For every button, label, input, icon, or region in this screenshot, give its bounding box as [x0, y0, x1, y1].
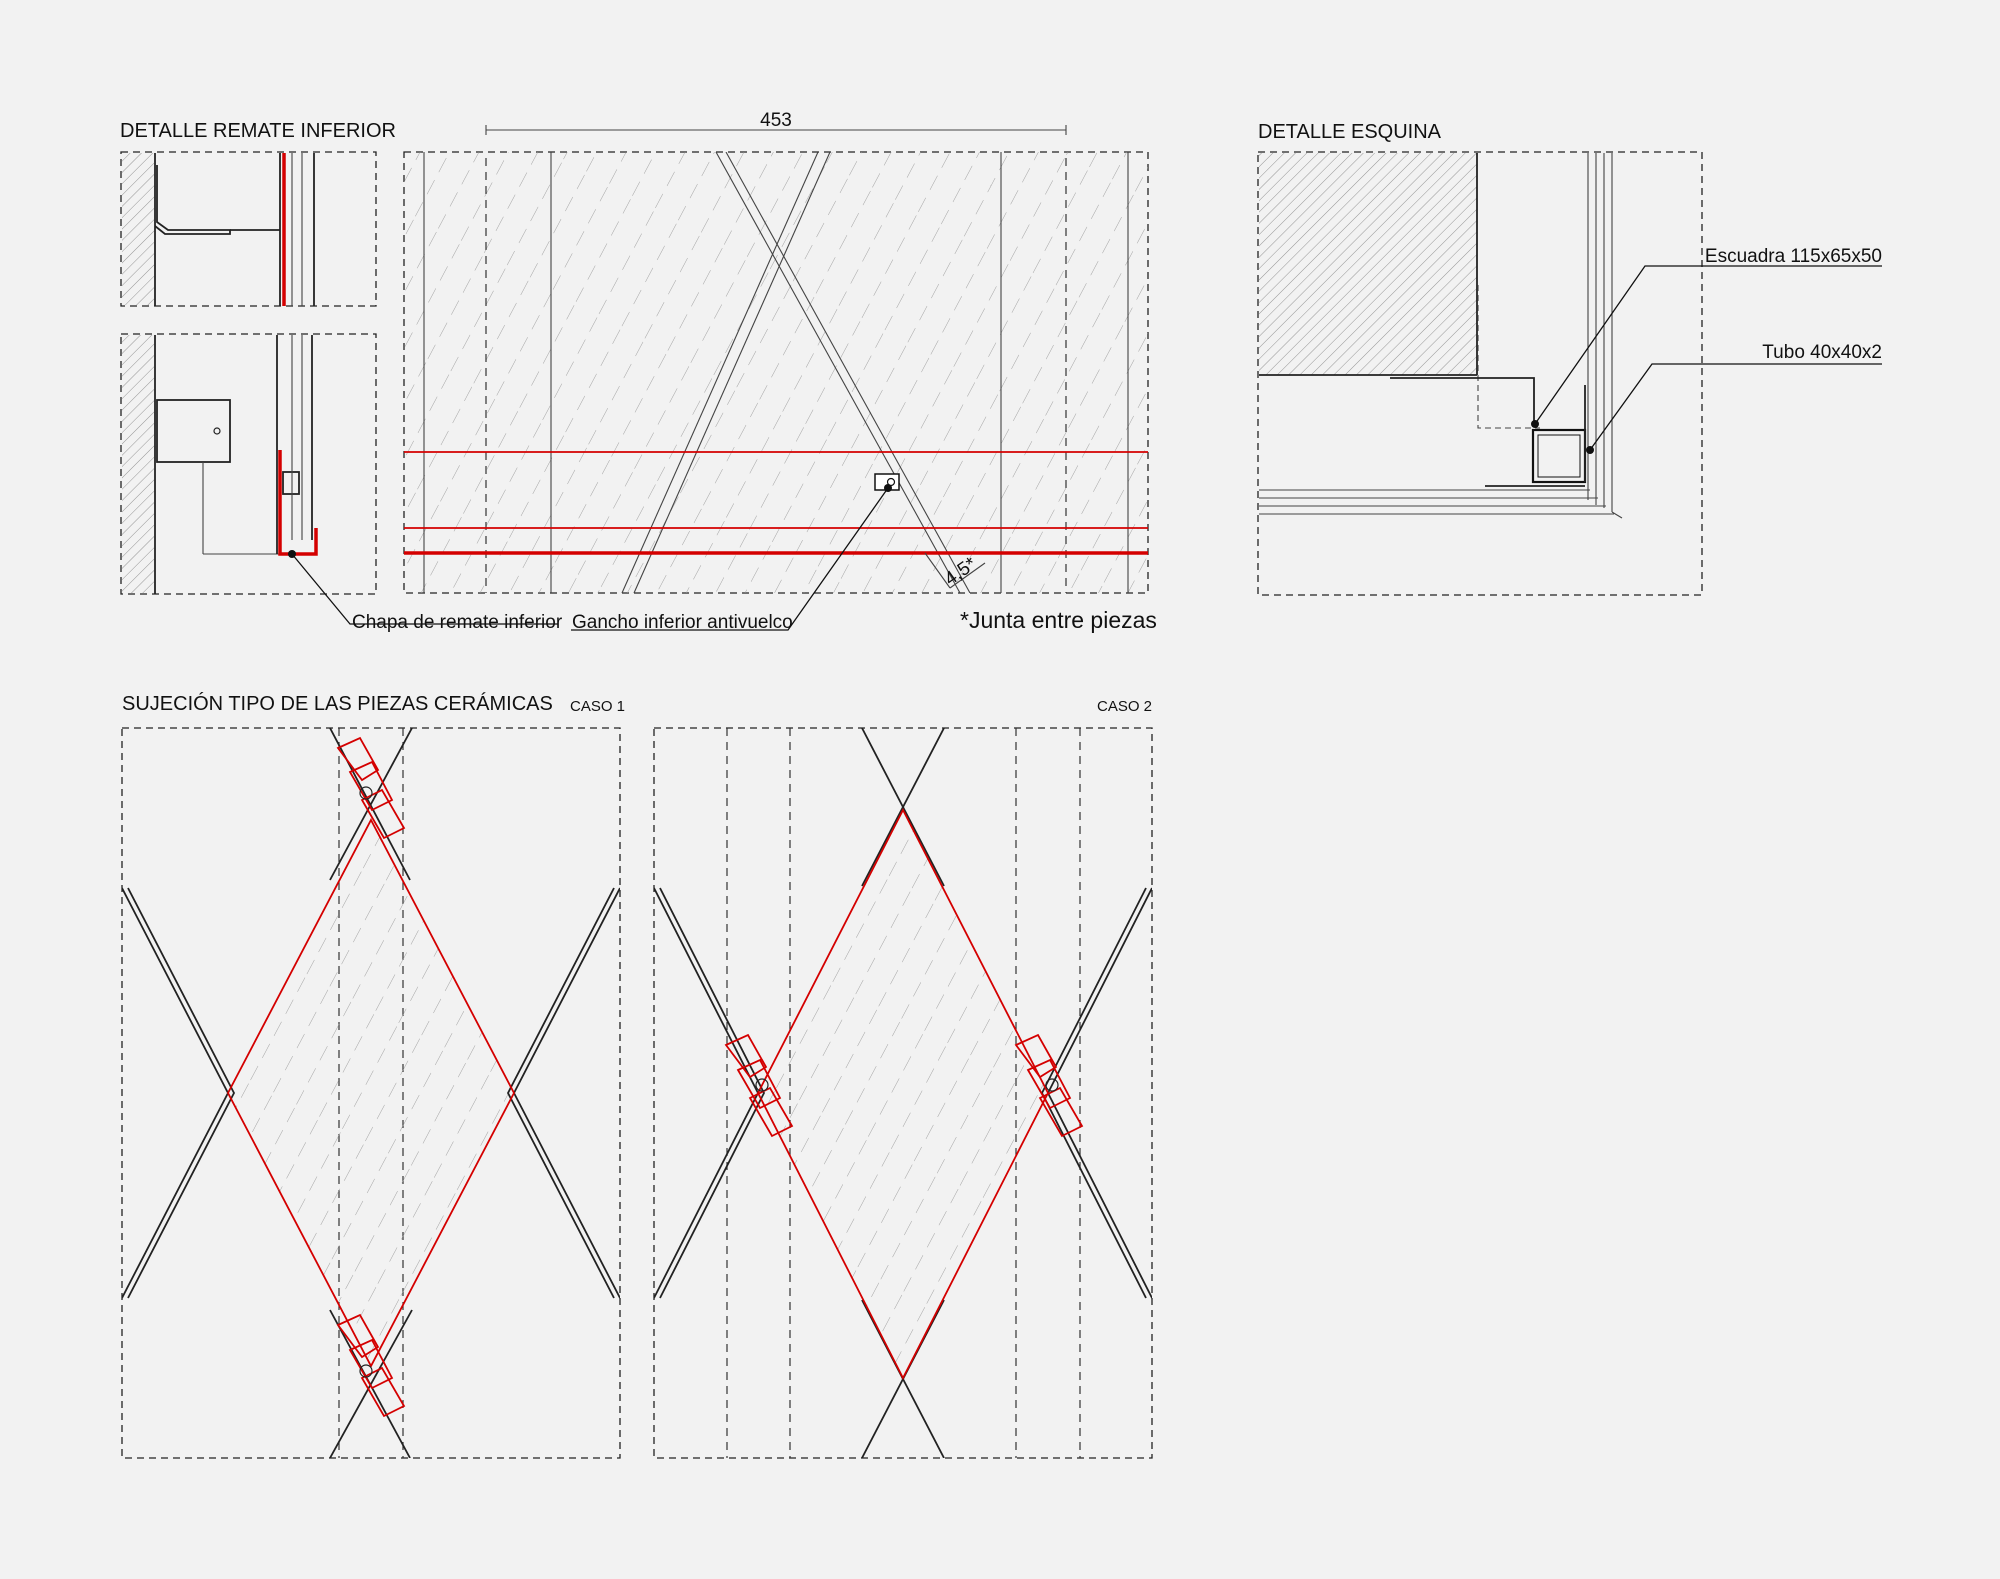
tile-hatch	[404, 152, 1148, 593]
dim-453: 453	[760, 110, 792, 131]
wall-hatch-2	[122, 335, 154, 593]
joint-diag-b2	[633, 152, 831, 593]
bracket-profile	[154, 165, 231, 235]
corner-detail: Escuadra 115x65x50 Tubo 40x40x2	[1257, 151, 1882, 596]
dim-joint-ext	[924, 552, 951, 589]
c2-diamond-hatch	[758, 810, 1048, 1378]
c2-left-x-2	[659, 887, 766, 1299]
callouts-remate: Chapa de remate inferior Gancho inferior…	[291, 484, 1157, 633]
wall-hatch	[122, 153, 154, 305]
c1-hook-bottom	[336, 1313, 406, 1418]
tubo-leader	[1589, 363, 1882, 451]
label-chapa: Chapa de remate inferior	[352, 612, 563, 633]
front-elevation: 453 4,5*	[403, 110, 1149, 594]
label-escuadra: Escuadra 115x65x50	[1705, 246, 1882, 267]
corner-wall-hatch	[1259, 153, 1477, 375]
c2-top-b	[861, 728, 945, 887]
title-detalle-esquina: DETALLE ESQUINA	[1258, 121, 1442, 143]
remate-section-detail	[120, 151, 377, 307]
corner-frame	[1257, 151, 1703, 596]
tile-corner	[1611, 511, 1623, 519]
dim-joint-line	[949, 562, 986, 589]
joint-diag-a1	[715, 152, 961, 593]
c1-top-b	[329, 728, 413, 881]
remate-elevation-detail	[120, 333, 377, 595]
chapa-leader	[291, 553, 558, 625]
caso-2-frame	[653, 727, 1153, 1459]
caso-1-frame	[121, 727, 621, 1459]
tubo-square	[1531, 428, 1587, 484]
red-finish-plate	[278, 450, 318, 556]
bracket-plate	[156, 399, 231, 463]
c2-hook-left	[724, 1033, 794, 1138]
escuadra-profile	[1390, 377, 1535, 425]
remate-elevation-frame	[120, 333, 377, 595]
c1-bot-b	[329, 1309, 413, 1458]
joint-diag-a2	[725, 152, 971, 593]
c2-hook-right	[1014, 1033, 1084, 1138]
tubo-dot	[1586, 446, 1594, 454]
c2-left-x	[654, 887, 760, 1299]
tubo-inner	[1537, 434, 1581, 478]
gancho-dot	[884, 484, 892, 492]
title-caso-1: CASO 1	[570, 698, 625, 715]
caso-2-drawing	[653, 727, 1153, 1459]
title-detalle-remate: DETALLE REMATE INFERIOR	[120, 120, 396, 142]
escuadra-dot	[1531, 420, 1539, 428]
label-tubo: Tubo 40x40x2	[1762, 342, 1882, 363]
gancho-leader	[571, 487, 889, 631]
bolt-hole	[213, 427, 221, 435]
c1-left-x	[122, 887, 230, 1299]
note-junta: *Junta entre piezas	[960, 607, 1157, 633]
c1-right-x-2	[506, 887, 615, 1299]
title-caso-2: CASO 2	[1097, 698, 1152, 715]
c1-red-diamond	[226, 818, 516, 1368]
c1-right-x	[512, 887, 620, 1299]
caso-1-drawing	[121, 727, 621, 1459]
c1-hook-top	[336, 736, 406, 840]
c2-red-diamond	[756, 808, 1050, 1380]
c1-left-x-2	[127, 887, 236, 1299]
joint-diag-b1	[621, 152, 819, 593]
title-sujecion: SUJECIÓN TIPO DE LAS PIEZAS CERÁMICAS	[122, 692, 553, 715]
c2-right-x-2	[1040, 887, 1147, 1299]
escuadra-leader	[1534, 265, 1882, 425]
c1-diamond-hatch	[228, 820, 514, 1366]
escuadra-hidden	[1477, 285, 1540, 429]
clip-hook	[282, 471, 300, 495]
label-gancho: Gancho inferior antivuelco	[572, 612, 793, 633]
